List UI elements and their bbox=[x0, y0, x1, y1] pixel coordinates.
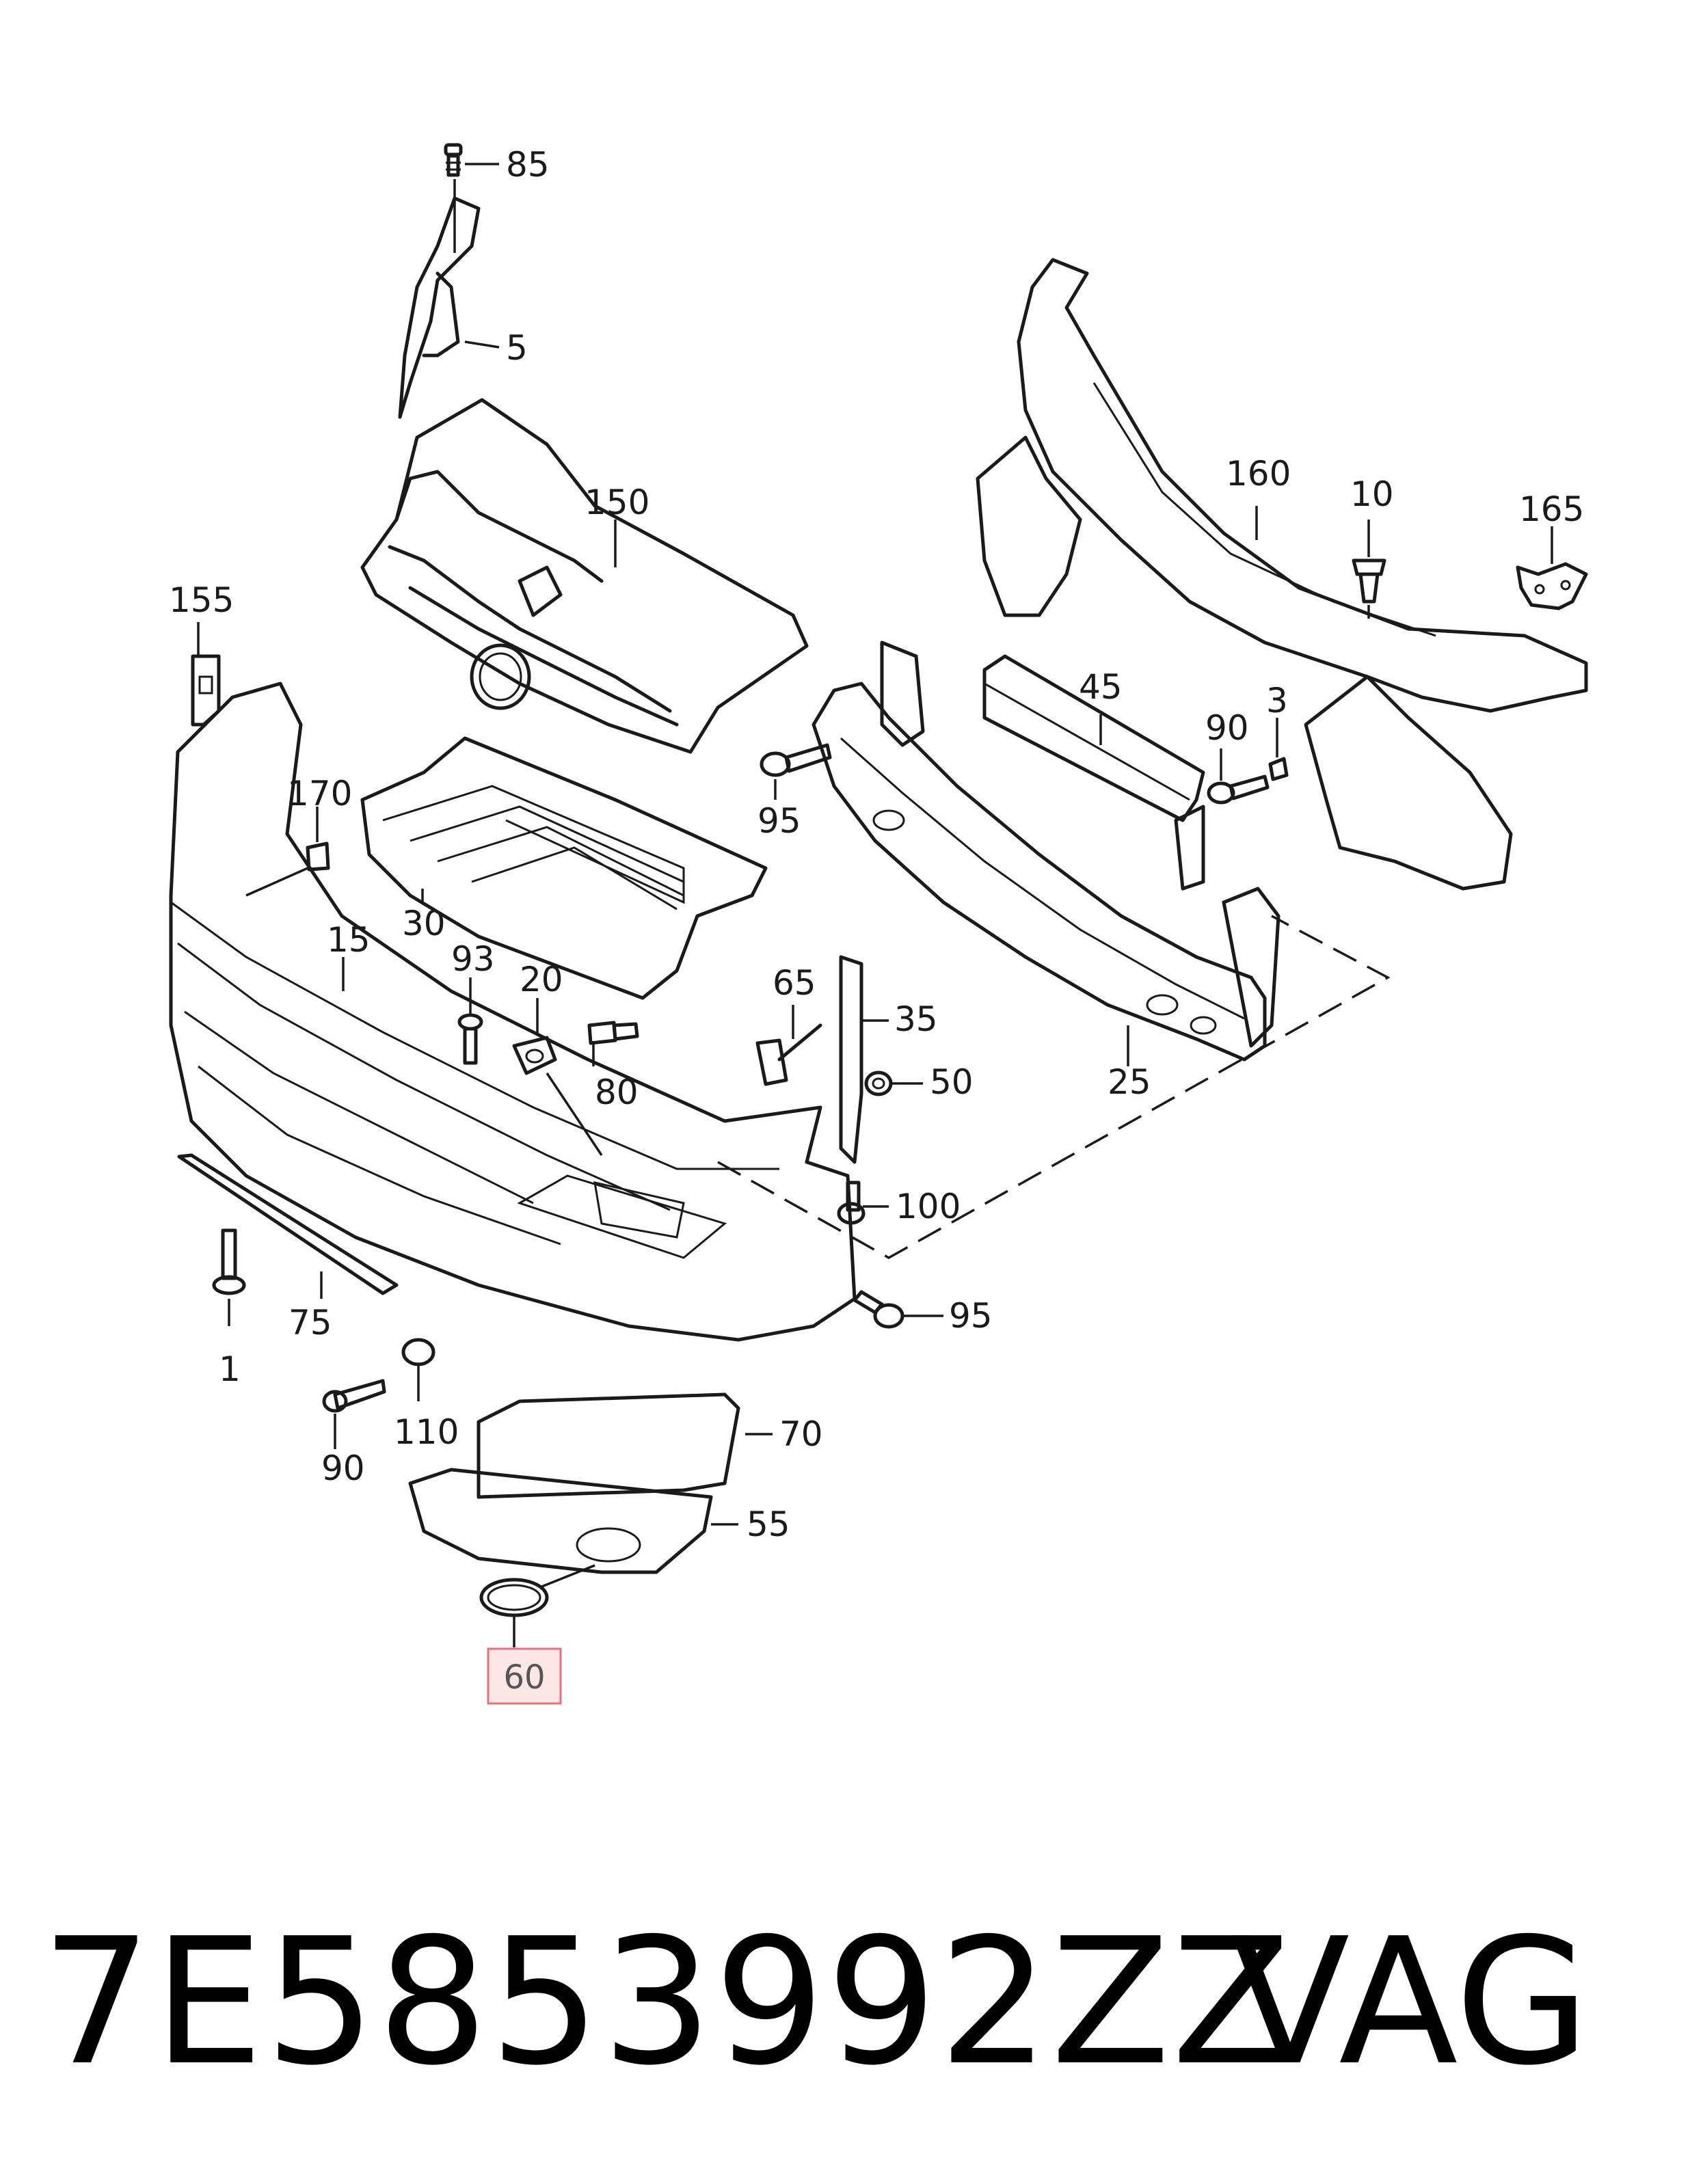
bolt-93 bbox=[457, 978, 483, 1065]
part-25-crossmember bbox=[812, 641, 1280, 1062]
callout-20: 20 bbox=[520, 960, 563, 999]
part-75-strip bbox=[177, 1153, 399, 1295]
part-150-grille bbox=[360, 398, 809, 754]
callout-35: 35 bbox=[894, 999, 938, 1039]
callout-70: 70 bbox=[779, 1414, 823, 1454]
callout-93: 93 bbox=[451, 939, 495, 979]
callout-80: 80 bbox=[595, 1073, 639, 1112]
clip-170 bbox=[245, 807, 330, 897]
callout-90-left: 90 bbox=[321, 1448, 365, 1488]
clip-20 bbox=[512, 998, 603, 1156]
part-70-trim bbox=[477, 1392, 740, 1499]
callout-50: 50 bbox=[930, 1062, 974, 1102]
callout-155: 155 bbox=[169, 580, 234, 620]
callout-160: 160 bbox=[1226, 454, 1291, 494]
bolt-95-upper bbox=[760, 743, 832, 800]
part-155-bracket bbox=[191, 622, 221, 727]
callout-25: 25 bbox=[1108, 1062, 1151, 1102]
callout-15: 15 bbox=[327, 920, 371, 960]
part-5-bracket bbox=[398, 196, 481, 419]
assembly-line bbox=[717, 915, 1391, 1260]
nut-50 bbox=[864, 1070, 923, 1096]
callout-5: 5 bbox=[506, 328, 528, 368]
callout-165: 165 bbox=[1519, 489, 1584, 529]
part-160-crossmember bbox=[976, 258, 1588, 891]
part-85-clip bbox=[444, 143, 463, 253]
callout-95-lower: 95 bbox=[949, 1296, 993, 1336]
callout-1: 1 bbox=[219, 1349, 241, 1389]
bolt-1 bbox=[212, 1228, 246, 1326]
nut-3 bbox=[1268, 718, 1289, 781]
callout-100: 100 bbox=[896, 1187, 961, 1226]
bolt-90-left bbox=[322, 1379, 386, 1449]
callout-75: 75 bbox=[289, 1303, 332, 1343]
part-1-bumper-cover bbox=[169, 682, 857, 1342]
bracket-65 bbox=[755, 1005, 822, 1086]
callout-150: 150 bbox=[585, 483, 649, 522]
callout-55: 55 bbox=[747, 1505, 790, 1544]
clip-80 bbox=[587, 1021, 639, 1066]
callout-170: 170 bbox=[287, 774, 352, 813]
callout-10: 10 bbox=[1350, 474, 1394, 514]
part-55-trim bbox=[408, 1468, 713, 1574]
bolt-90-right bbox=[1207, 749, 1270, 805]
part-10-clip bbox=[1352, 520, 1386, 619]
part-60-ring bbox=[479, 1564, 595, 1647]
callout-3: 3 bbox=[1266, 681, 1288, 720]
brand-name: VAG bbox=[1231, 1901, 1590, 2104]
part-45-absorber bbox=[982, 654, 1205, 891]
callout-45: 45 bbox=[1079, 667, 1123, 707]
callout-85: 85 bbox=[506, 145, 550, 185]
washer-110 bbox=[401, 1338, 435, 1401]
callout-95-upper: 95 bbox=[757, 801, 801, 841]
callout-90-right: 90 bbox=[1205, 708, 1249, 748]
leader-lines bbox=[320, 163, 1258, 1526]
footer: 7E5853992ZZ VAG bbox=[41, 1900, 1668, 2105]
bracket-35 bbox=[839, 955, 889, 1164]
callout-65: 65 bbox=[773, 963, 816, 1003]
part-165-plate bbox=[1516, 526, 1588, 610]
part-30-lower-grille bbox=[360, 736, 768, 1000]
part-number: 7E5853992ZZ bbox=[41, 1901, 1293, 2104]
highlighted-callout-60: 60 bbox=[487, 1647, 562, 1705]
bolt-100 bbox=[837, 1181, 889, 1225]
bolt-95-lower bbox=[853, 1290, 943, 1329]
callout-110: 110 bbox=[394, 1412, 459, 1452]
callout-30: 30 bbox=[402, 904, 446, 943]
callout-60-label: 60 bbox=[503, 1658, 545, 1697]
